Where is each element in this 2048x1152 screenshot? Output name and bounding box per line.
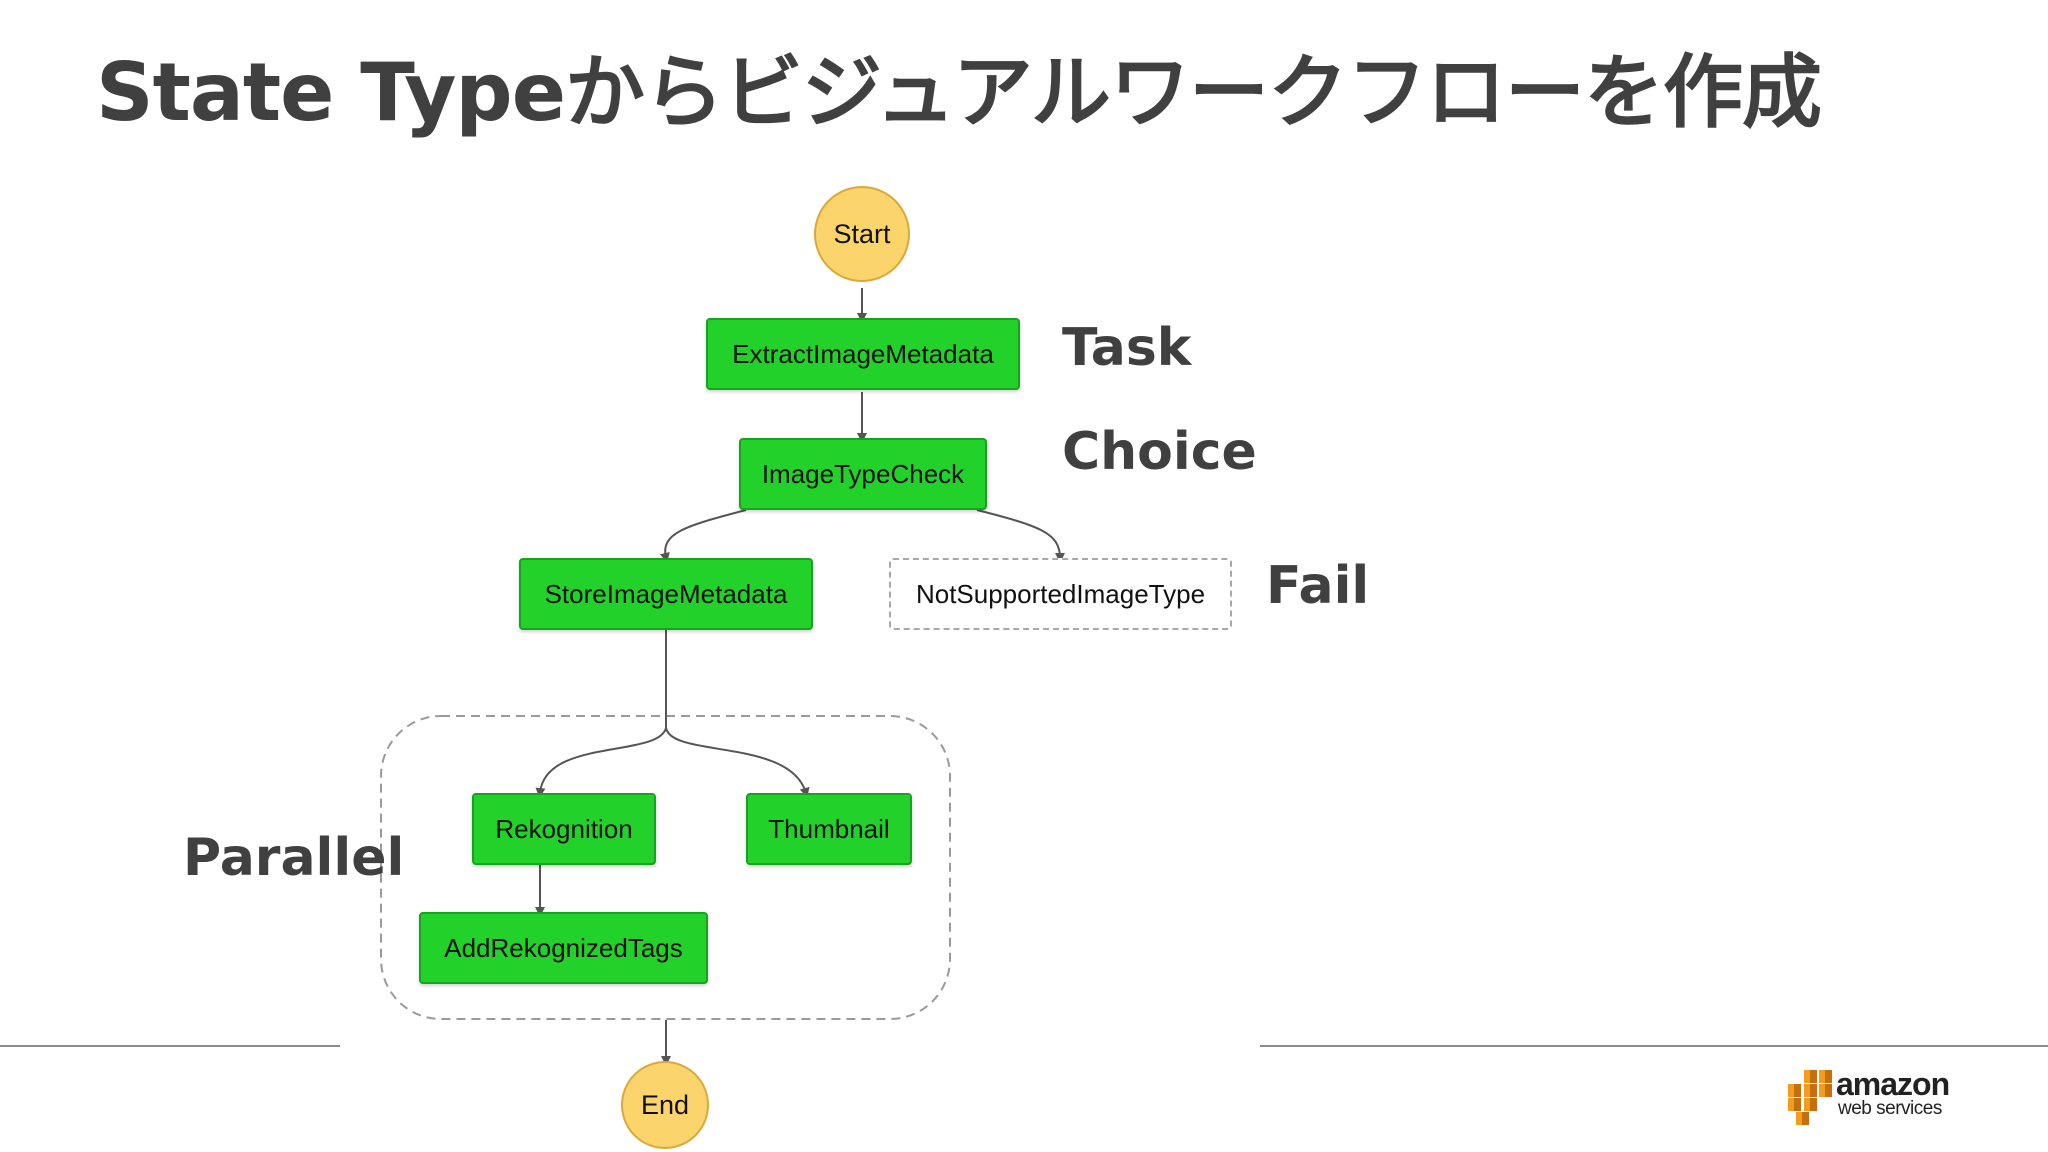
workflow-diagram: Start ExtractImageMetadata ImageTypeChec… — [340, 168, 1260, 1152]
slide-title: State Typeからビジュアルワークフローを作成 — [96, 46, 1822, 139]
label-fail: Fail — [1266, 556, 1370, 616]
state-add-rekognized-tags: AddRekognizedTags — [419, 912, 708, 984]
label-task: Task — [1062, 318, 1192, 378]
end-node: End — [621, 1061, 709, 1149]
edge-branch-rekognition — [535, 727, 667, 798]
edge-branch-thumbnail — [665, 727, 810, 798]
label-parallel: Parallel — [183, 828, 405, 888]
state-store-image-metadata: StoreImageMetadata — [519, 558, 813, 630]
start-node: Start — [814, 186, 910, 282]
aws-logo-word: amazon — [1836, 1066, 1950, 1102]
state-extract-image-metadata: ExtractImageMetadata — [706, 318, 1020, 390]
state-rekognition: Rekognition — [472, 793, 656, 865]
edge-check-store — [659, 509, 747, 563]
label-choice: Choice — [1062, 422, 1257, 482]
state-image-type-check: ImageTypeCheck — [739, 438, 987, 510]
aws-cubes-icon — [1788, 1070, 1832, 1125]
aws-logo-sub: web services — [1838, 1098, 1942, 1119]
diagram-connectors — [380, 288, 1065, 1066]
aws-logo: amazon web services — [1786, 1066, 1950, 1132]
footer-rule-right — [1260, 1045, 2048, 1047]
parallel-group-frame — [380, 715, 951, 1020]
edge-check-notsupported — [976, 509, 1065, 563]
state-not-supported-image-type: NotSupportedImageType — [889, 558, 1232, 630]
state-thumbnail: Thumbnail — [746, 793, 912, 865]
footer-rule-left — [0, 1045, 340, 1047]
